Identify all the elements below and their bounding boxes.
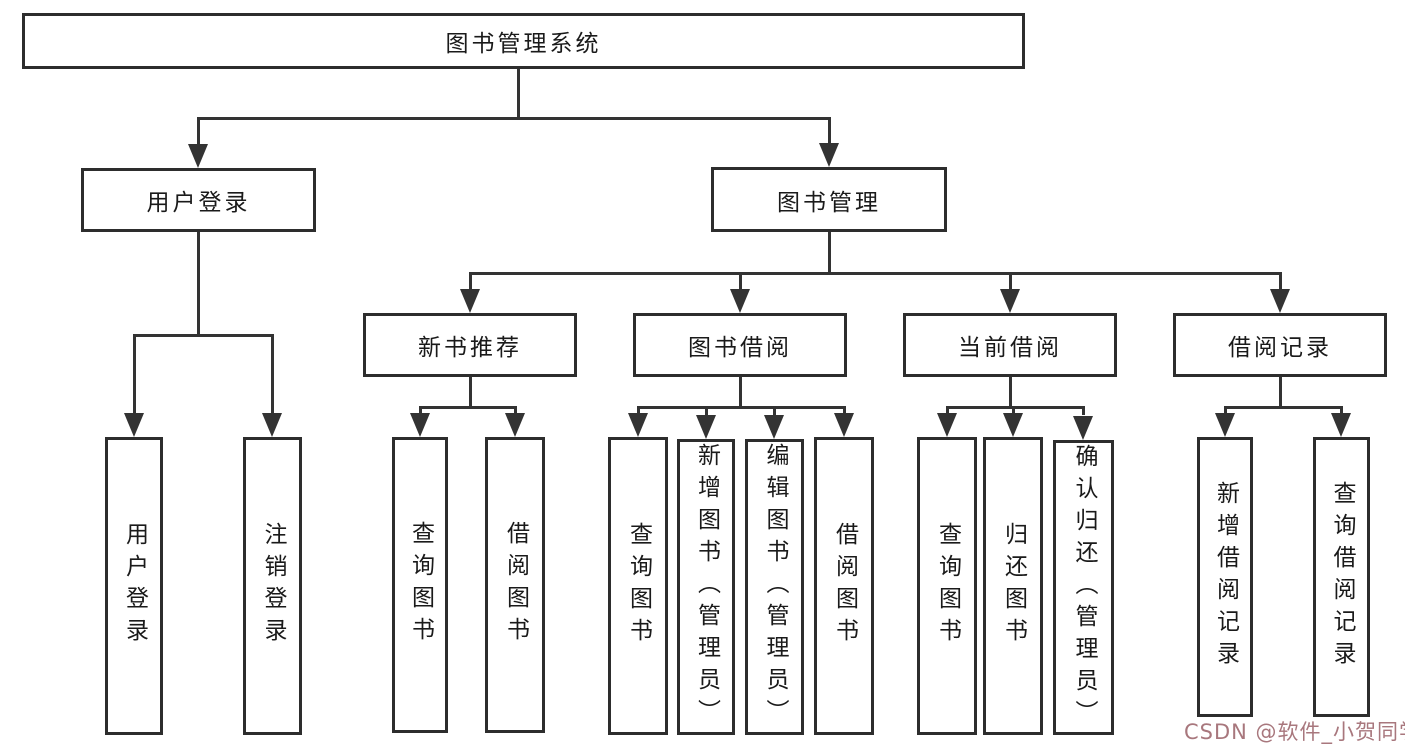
arrowhead-down-icon [937,413,957,437]
connector-drop [705,406,708,415]
arrowhead-down-icon [834,413,854,437]
connector-rail [1224,406,1343,409]
connector-drop [469,272,472,290]
node-current-borrow: 当前借阅 [903,313,1117,377]
node-book-management: 图书管理 [711,167,947,232]
connector-drop [739,272,742,290]
arrowhead-down-icon [505,413,525,437]
connector-drop [1224,406,1227,415]
arrowhead-down-icon [764,415,784,439]
csdn-watermark: CSDN @软件_小贺同学 [1184,720,1405,744]
connector-drop [946,406,949,415]
connector-drop [1082,406,1085,415]
arrowhead-down-icon [628,413,648,437]
connector-root-stem [517,69,520,119]
arrowhead-down-icon [188,144,208,168]
connector-drop [197,117,200,147]
connector-drop [1012,406,1015,415]
connector-drop [828,117,831,147]
leaf-return-book: 归还图书 [983,437,1043,735]
leaf-borrow-book-1: 借阅图书 [485,437,545,733]
connector-level2-rail [197,117,831,120]
arrowhead-down-icon [1003,413,1023,437]
leaf-logout: 注销登录 [243,437,302,735]
node-root: 图书管理系统 [22,13,1025,69]
connector-stem [1009,377,1012,408]
connector-drop [1009,272,1012,290]
leaf-confirm-return-admin: 确认归还（管理员） [1053,440,1114,735]
connector-drop [1279,272,1282,290]
connector-drop [133,334,136,414]
connector-drop [271,334,274,414]
arrowhead-down-icon [819,143,839,167]
arrowhead-down-icon [1000,289,1020,313]
connector-drop [637,406,640,415]
connector-stem [1279,377,1282,408]
leaf-query-book-1: 查询图书 [392,437,448,733]
arrowhead-down-icon [124,413,144,437]
connector-rail [946,406,1085,409]
leaf-query-book-2: 查询图书 [608,437,668,735]
connector-stem [469,377,472,408]
arrowhead-down-icon [1215,413,1235,437]
arrowhead-down-icon [730,289,750,313]
connector-stem [739,377,742,408]
connector-drop [514,406,517,415]
arrowhead-down-icon [410,413,430,437]
node-new-book-recommend: 新书推荐 [363,313,577,377]
arrowhead-down-icon [1331,413,1351,437]
connector-userlogin-rail [133,334,274,337]
connector-bookmgmt-stem [828,232,831,274]
leaf-borrow-book-2: 借阅图书 [814,437,874,735]
arrowhead-down-icon [262,413,282,437]
arrowhead-down-icon [696,415,716,439]
connector-drop [773,406,776,415]
connector-drop [1340,406,1343,415]
arrowhead-down-icon [1073,416,1093,440]
leaf-add-borrow-record: 新增借阅记录 [1197,437,1253,717]
connector-userlogin-stem [197,232,200,336]
node-book-borrow: 图书借阅 [633,313,847,377]
arrowhead-down-icon [460,289,480,313]
leaf-add-book-admin: 新增图书（管理员） [677,439,735,735]
leaf-edit-book-admin: 编辑图书（管理员） [745,439,804,735]
arrowhead-down-icon [1270,289,1290,313]
connector-level3-rail [469,272,1282,275]
connector-rail [637,406,845,409]
leaf-query-book-3: 查询图书 [917,437,977,735]
leaf-query-borrow-record: 查询借阅记录 [1313,437,1370,717]
connector-drop [419,406,422,415]
node-user-login: 用户登录 [81,168,316,232]
connector-rail [419,406,517,409]
connector-drop [843,406,846,415]
leaf-user-login: 用户登录 [105,437,163,735]
node-borrow-record: 借阅记录 [1173,313,1387,377]
